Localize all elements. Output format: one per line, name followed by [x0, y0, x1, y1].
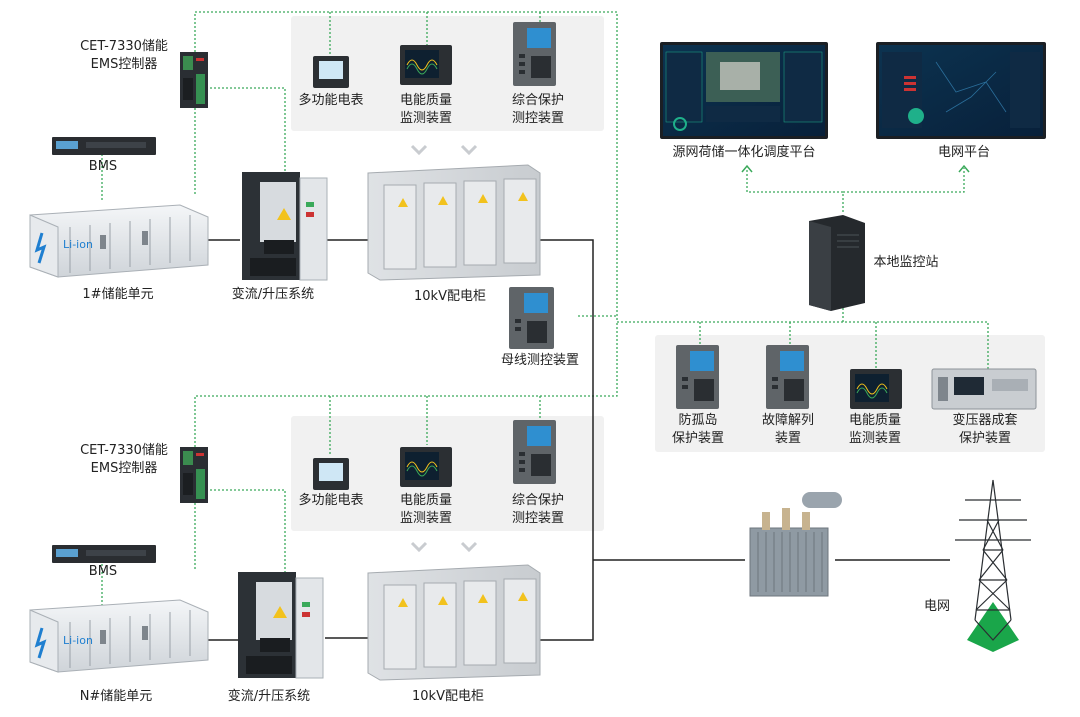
protection-device-label: 综合保护 测控装置 [498, 492, 578, 528]
station-device-line1: 防孤岛 [678, 413, 718, 428]
pcs-label: 变流/升压系统 [231, 287, 315, 302]
ems-controller-icon [180, 52, 208, 108]
integrated-protection-device-icon [513, 22, 556, 86]
multifunction-meter-icon [313, 56, 349, 88]
station-device-line1: 电能质量 [848, 413, 901, 428]
bms-label: BMS [88, 564, 118, 579]
station-device-label: 防孤岛 保护装置 [655, 412, 741, 448]
transformer-protection-device-icon [931, 368, 1037, 410]
comm-arrows [741, 164, 970, 173]
ems-controller-label: CET-7330储能 EMS控制器 [68, 38, 180, 74]
ems-label-line1: CET-7330储能 [80, 39, 168, 54]
dispatch-platform-label: 源网荷储一体化调度平台 [672, 145, 816, 160]
battery-container-icon [29, 204, 209, 278]
anti-islanding-device-icon [676, 345, 719, 409]
switchgear-cabinet-icon [367, 164, 541, 281]
ems-controller-icon [180, 447, 208, 503]
bms-label: BMS [88, 159, 118, 174]
ems-label-line1: CET-7330储能 [80, 443, 168, 458]
bms-icon [52, 545, 156, 563]
battery-brand-text: Li-ion [63, 634, 93, 647]
power-lines [207, 239, 950, 641]
ems-label-line2: EMS控制器 [90, 461, 158, 476]
fault-disconnection-device-icon [766, 345, 809, 409]
power-transformer-icon [749, 492, 842, 597]
integrated-protection-device-icon [513, 420, 556, 484]
battery-container-icon [29, 599, 209, 673]
station-device-label: 电能质量 监测装置 [830, 412, 920, 448]
pcs-label: 变流/升压系统 [227, 689, 311, 704]
busbar-device-label: 母线测控装置 [500, 353, 579, 368]
battery-brand-text: Li-ion [63, 238, 93, 251]
station-device-line1: 故障解列 [761, 413, 814, 428]
station-device-label: 变压器成套 保护装置 [930, 412, 1040, 448]
pcs-cabinet-icon [238, 572, 324, 679]
cabinet-label: 10kV配电柜 [412, 689, 484, 704]
meter-label: 多功能电表 [298, 93, 364, 108]
grid-platform-label: 电网平台 [937, 145, 990, 160]
grid-platform-screen-icon [876, 42, 1046, 139]
switchgear-cabinet-icon [367, 564, 541, 681]
arrow-up-icon [741, 164, 753, 173]
pq-label-line2: 监测装置 [399, 511, 452, 526]
transmission-tower-icon [955, 479, 1031, 652]
pq-label-line1: 电能质量 [399, 493, 452, 508]
ems-controller-label: CET-7330储能 EMS控制器 [68, 442, 180, 478]
pq-monitor-label: 电能质量 监测装置 [386, 92, 466, 128]
station-device-label: 故障解列 装置 [745, 412, 831, 448]
pcs-cabinet-icon [242, 172, 328, 281]
monitoring-server-icon [809, 215, 865, 311]
dispatch-platform-screen-icon [660, 42, 828, 139]
station-device-line1: 变压器成套 [952, 413, 1018, 428]
multifunction-meter-icon [313, 458, 349, 490]
flow-chevron-icons [410, 144, 478, 553]
power-quality-monitor-icon [400, 447, 452, 487]
power-quality-monitor-icon [400, 45, 452, 85]
meter-label: 多功能电表 [298, 493, 364, 508]
station-device-line2: 监测装置 [848, 431, 901, 446]
station-device-line2: 保护装置 [671, 431, 724, 446]
station-device-line2: 保护装置 [958, 431, 1011, 446]
pq-monitor-label: 电能质量 监测装置 [386, 492, 466, 528]
bms-icon [52, 137, 156, 155]
power-quality-monitor-icon [850, 369, 902, 409]
protection-device-label: 综合保护 测控装置 [498, 92, 578, 128]
busbar-monitor-device-icon [509, 287, 554, 349]
pq-label-line1: 电能质量 [399, 93, 452, 108]
protection-label-line2: 测控装置 [511, 111, 564, 126]
local-station-label: 本地监控站 [873, 255, 939, 270]
protection-label-line1: 综合保护 [511, 493, 564, 508]
storage-unit-label: 1#储能单元 [82, 287, 154, 302]
arrow-up-icon [958, 164, 970, 173]
station-device-line2: 装置 [774, 431, 801, 446]
protection-label-line1: 综合保护 [511, 93, 564, 108]
grid-label: 电网 [923, 599, 950, 614]
pq-label-line2: 监测装置 [399, 111, 452, 126]
ems-label-line2: EMS控制器 [90, 57, 158, 72]
protection-label-line2: 测控装置 [511, 511, 564, 526]
storage-unit-label: N#储能单元 [79, 689, 153, 704]
cabinet-label: 10kV配电柜 [414, 289, 486, 304]
